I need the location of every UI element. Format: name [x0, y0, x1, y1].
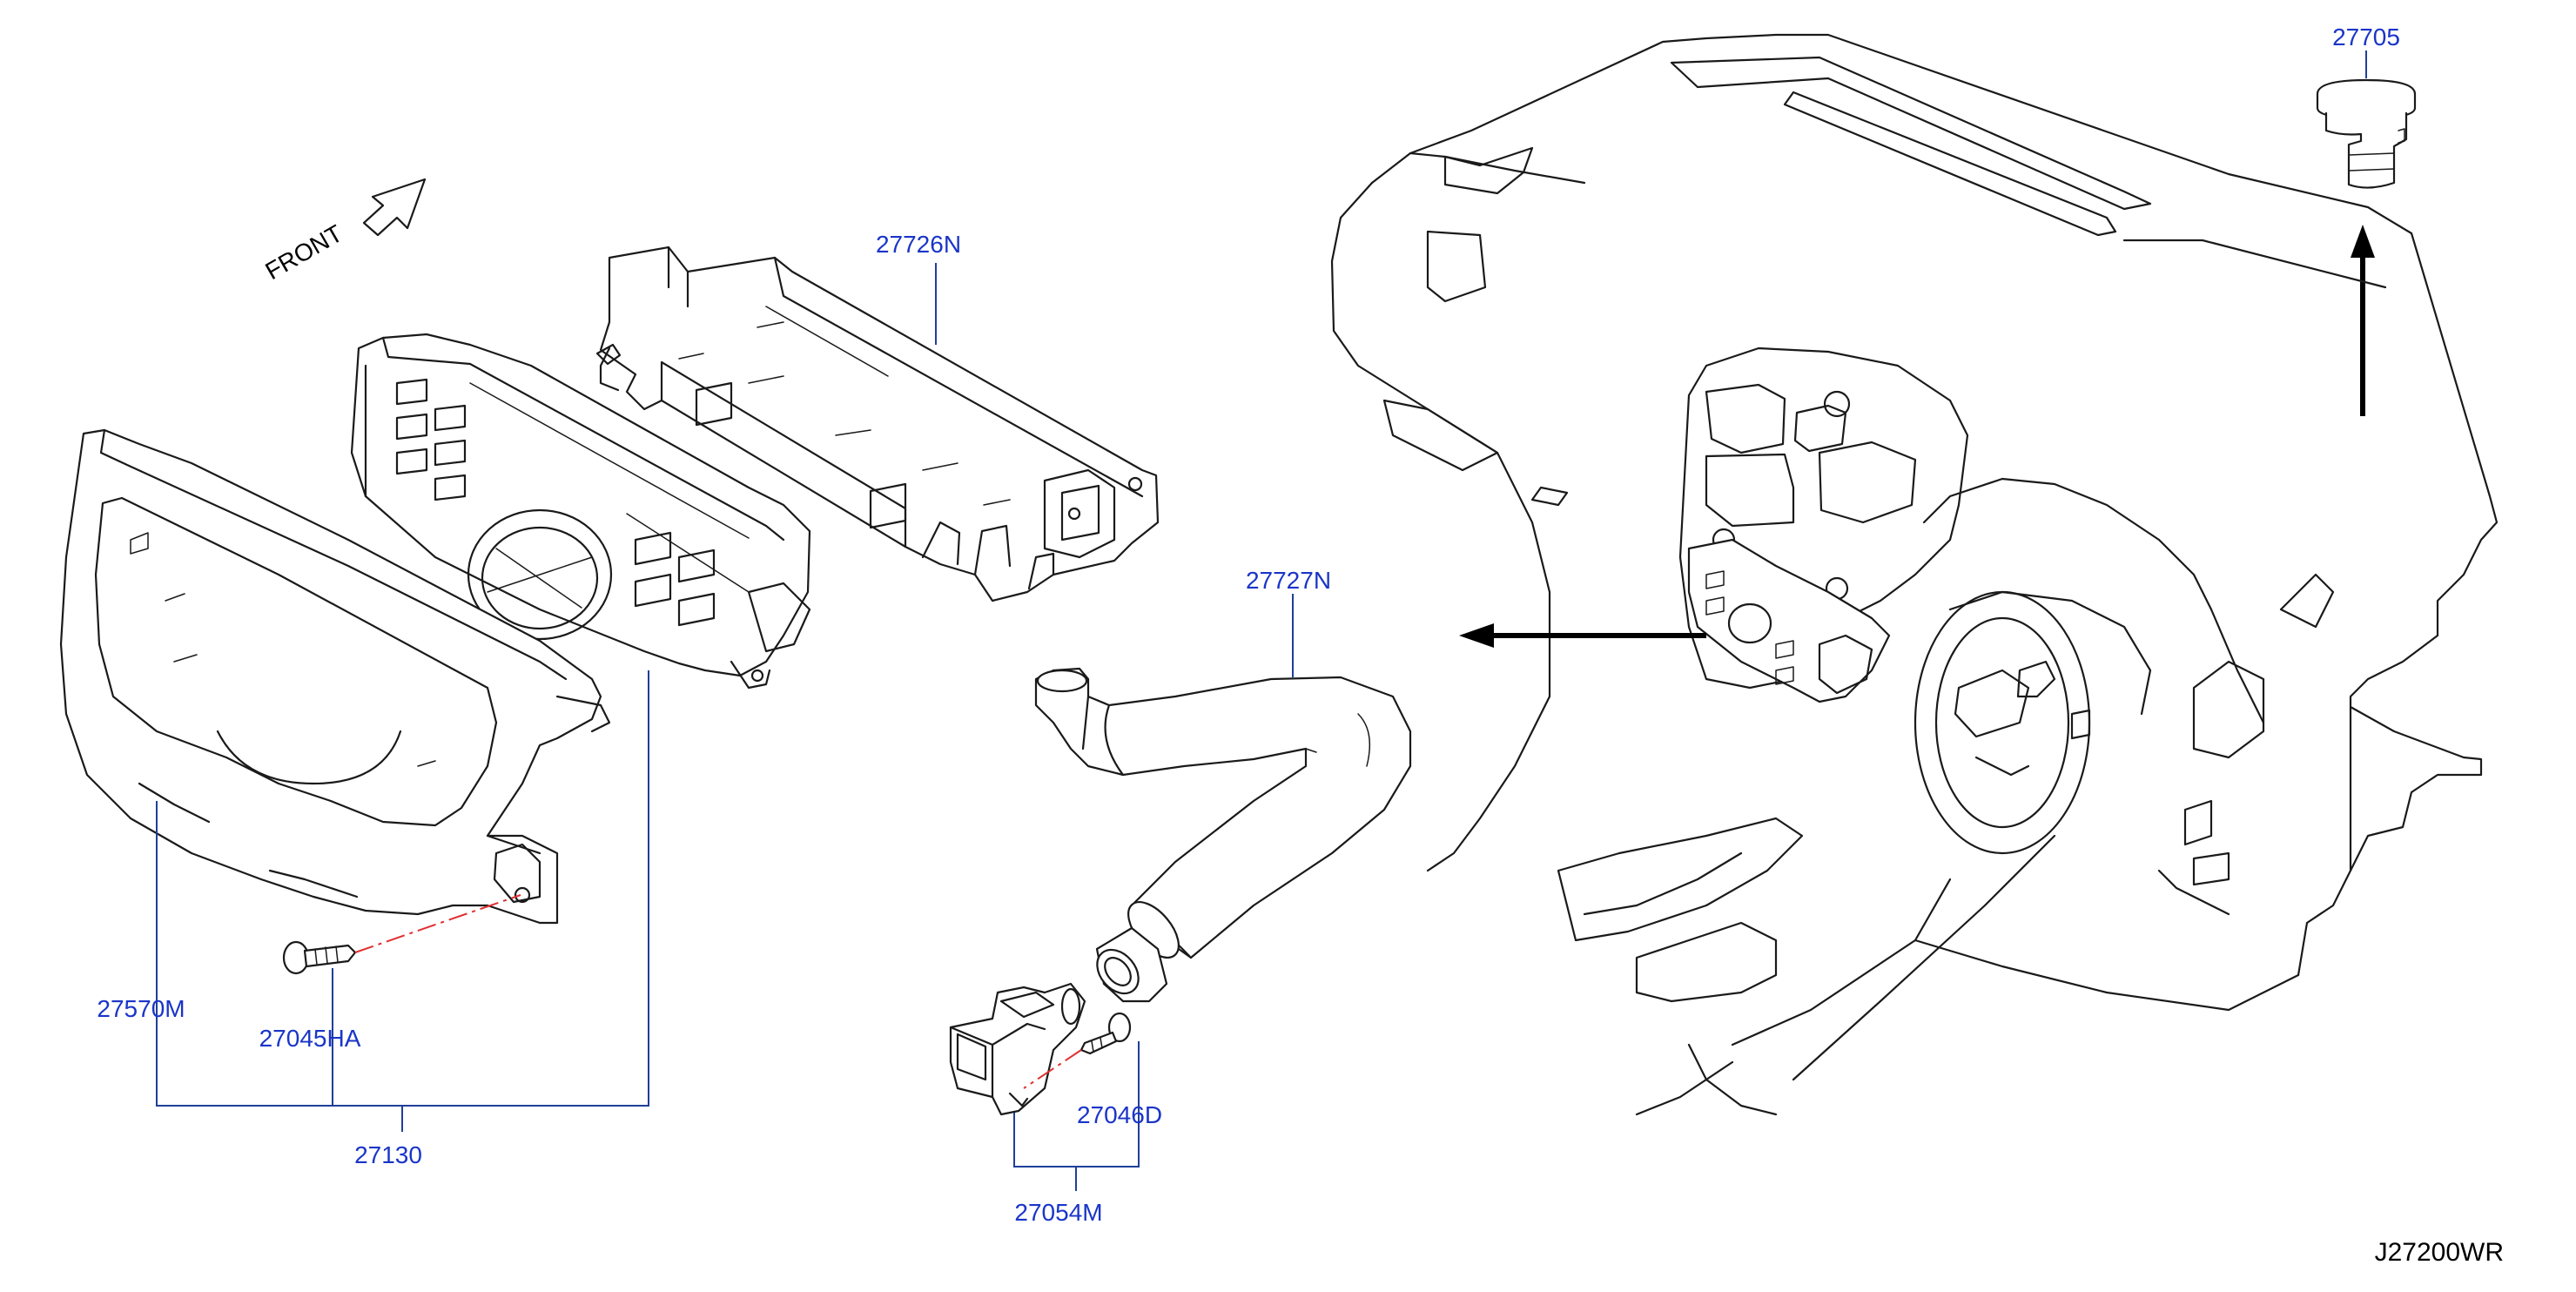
- label-27054M: 27054M: [1014, 1199, 1102, 1226]
- front-label: FRONT: [261, 219, 347, 285]
- dashboard-overview: [1330, 33, 2499, 1116]
- arrow-from-dashboard: [1459, 623, 1706, 648]
- part-27570M-bezel: [59, 428, 611, 925]
- label-27046D: 27046D: [1077, 1101, 1162, 1128]
- label-27726N: 27726N: [876, 231, 961, 258]
- label-27045HA: 27045HA: [259, 1025, 361, 1052]
- label-27727N: 27727N: [1246, 567, 1331, 594]
- leaders-27054M-group: [1013, 1041, 1140, 1191]
- leaders-27130-group: [156, 670, 649, 1132]
- part-27130-switch-panel: [350, 333, 811, 690]
- label-27570M: 27570M: [97, 995, 185, 1022]
- part-27705-sensor: [2316, 78, 2417, 189]
- screw-axis-27045HA: [354, 894, 521, 953]
- front-indicator: FRONT: [261, 178, 427, 285]
- screw-axis-27046D: [1023, 1049, 1082, 1089]
- front-arrow-icon: [362, 178, 427, 237]
- part-27727N-duct-hose: [1034, 667, 1412, 1003]
- part-27054M-aspirator: [949, 982, 1086, 1116]
- label-27705: 27705: [2332, 24, 2400, 50]
- part-27726N-control-unit: [595, 246, 1160, 602]
- label-27130: 27130: [354, 1141, 422, 1168]
- arrow-to-27705: [2351, 225, 2375, 416]
- part-27045HA-screw: [282, 940, 357, 975]
- part-27046D-screw: [1079, 1012, 1132, 1055]
- diagram-code: J27200WR: [2375, 1238, 2504, 1267]
